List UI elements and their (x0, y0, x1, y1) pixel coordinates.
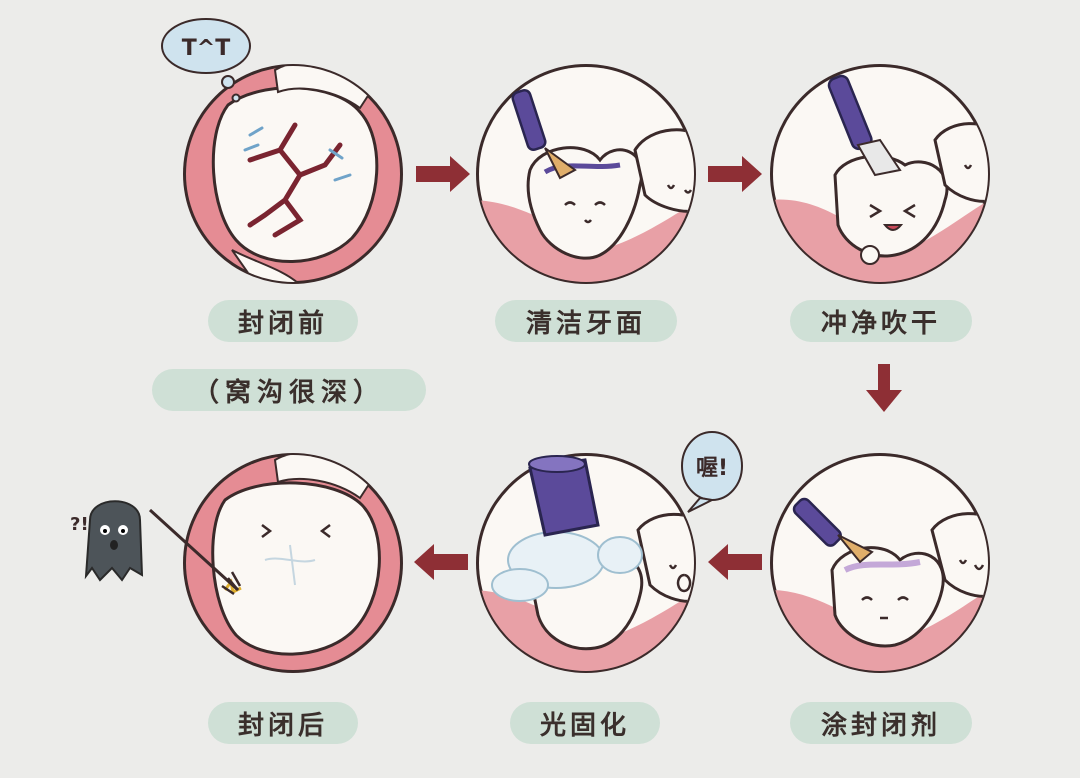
cure-speech-bubble: 喔! (682, 432, 742, 512)
step-label-rinse: 冲净吹干 (790, 300, 972, 342)
step-cure-illustration (470, 453, 700, 680)
step-label-apply: 涂封闭剂 (790, 702, 972, 744)
arrow-right-icon (708, 156, 762, 192)
sad-face-text: T^T (182, 36, 230, 61)
arrow-left-icon (708, 544, 762, 580)
step-label-clean: 清洁牙面 (495, 300, 677, 342)
step-label-cure: 光固化 (510, 702, 660, 744)
cure-exclaim-text: 喔! (696, 456, 728, 481)
step-label-before: 封闭前 (208, 300, 358, 342)
arrow-right-icon (416, 156, 470, 192)
step-label-after: 封闭后 (208, 702, 358, 744)
step-after-illustration (183, 452, 403, 673)
step-rinse-illustration (770, 64, 995, 290)
step-clean-illustration (470, 64, 700, 290)
step-apply-illustration (770, 453, 995, 680)
note-label: （窝沟很深） (152, 369, 426, 411)
germ-exclaim-text: ?! (70, 514, 89, 535)
arrow-down-icon (866, 364, 902, 412)
step-before-illustration (183, 62, 403, 290)
arrow-left-icon (414, 544, 468, 580)
